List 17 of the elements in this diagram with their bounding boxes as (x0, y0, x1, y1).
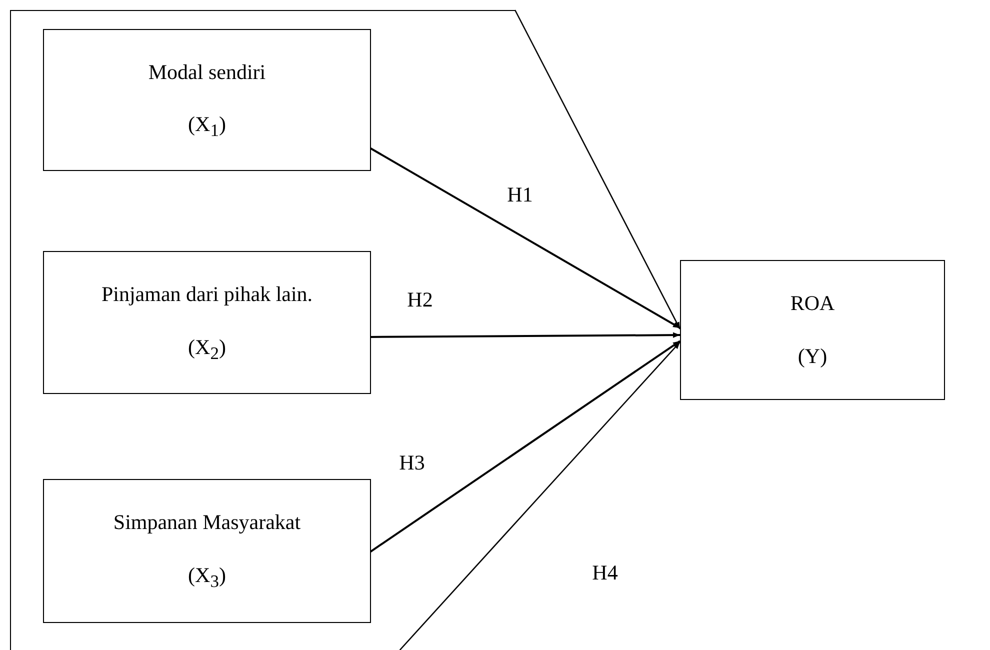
variable-box (43, 251, 371, 394)
arrow (370, 147, 680, 329)
variable-name: Modal sendiri (148, 58, 266, 86)
variable-box (43, 29, 371, 171)
arrow (514, 10, 681, 330)
variable-box (680, 260, 945, 400)
variable-name: Pinjaman dari pihak lain. (101, 281, 313, 308)
arrow (399, 342, 680, 650)
variable-name: Simpanan Masyarakat (113, 509, 301, 536)
variable-symbol: (X$_{3}$) (188, 562, 226, 594)
variable-symbol: (X$_{1}$) (188, 110, 226, 142)
variable-symbol: (Y) (798, 342, 828, 370)
variable-name: ROA (790, 290, 835, 317)
arrow (369, 340, 681, 553)
variable-symbol: (X$_{2}$) (188, 334, 226, 365)
variable-box (43, 479, 371, 623)
arrow (370, 332, 680, 338)
